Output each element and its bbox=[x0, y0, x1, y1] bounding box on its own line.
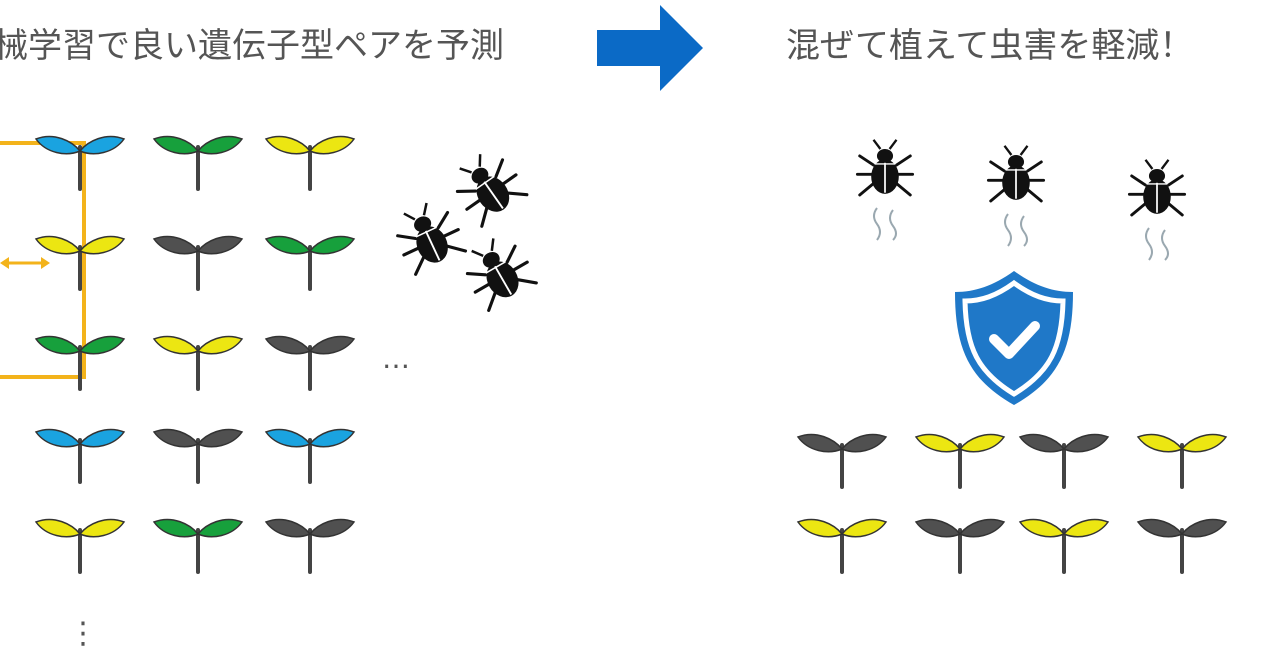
seedling-black bbox=[264, 518, 356, 574]
bug-icon bbox=[396, 202, 468, 276]
bug-icon bbox=[465, 238, 538, 312]
seedling-black bbox=[264, 335, 356, 391]
left-pest-cluster bbox=[396, 154, 538, 312]
seedling-black bbox=[1136, 518, 1228, 574]
left-seedling-grid bbox=[34, 135, 356, 574]
right-seedling-rows bbox=[796, 433, 1228, 574]
seedling-yellow bbox=[152, 335, 244, 391]
seedling-yellow bbox=[1018, 518, 1110, 574]
seedling-yellow bbox=[264, 135, 356, 191]
more-columns-ellipsis: … bbox=[382, 342, 410, 375]
seedling-yellow bbox=[914, 433, 1006, 489]
seedling-blue bbox=[264, 428, 356, 484]
seedling-green bbox=[152, 135, 244, 191]
seedling-black bbox=[152, 428, 244, 484]
seedling-yellow bbox=[1136, 433, 1228, 489]
seedling-black bbox=[152, 235, 244, 291]
left-panel-title: 械学習で良い遺伝子型ペアを予測 bbox=[0, 26, 504, 66]
seedling-green bbox=[152, 518, 244, 574]
shield-check-icon bbox=[955, 271, 1073, 405]
seedling-green bbox=[264, 235, 356, 291]
seedling-green bbox=[34, 335, 126, 391]
repelled-fumes bbox=[1145, 227, 1169, 261]
repelled-fumes bbox=[873, 207, 897, 241]
bug-icon bbox=[1127, 159, 1187, 217]
bug-icon bbox=[855, 139, 915, 197]
seedling-black bbox=[914, 518, 1006, 574]
selection-highlight-box bbox=[0, 141, 86, 379]
seedling-yellow bbox=[796, 518, 888, 574]
right-pest-row bbox=[855, 139, 1187, 261]
seedling-black bbox=[1018, 433, 1110, 489]
bug-icon bbox=[455, 154, 529, 228]
seedling-blue bbox=[34, 135, 126, 191]
flow-arrow-icon bbox=[597, 5, 703, 91]
seedling-yellow bbox=[34, 518, 126, 574]
seedling-yellow bbox=[34, 235, 126, 291]
repelled-fumes bbox=[1004, 213, 1028, 247]
pair-double-arrow-icon bbox=[0, 257, 50, 269]
seedling-black bbox=[796, 433, 888, 489]
bug-icon bbox=[986, 145, 1046, 203]
seedling-blue bbox=[34, 428, 126, 484]
right-panel-title: 混ぜて植えて虫害を軽減！ bbox=[786, 26, 1194, 66]
more-rows-ellipsis: ⋮ bbox=[68, 616, 98, 651]
